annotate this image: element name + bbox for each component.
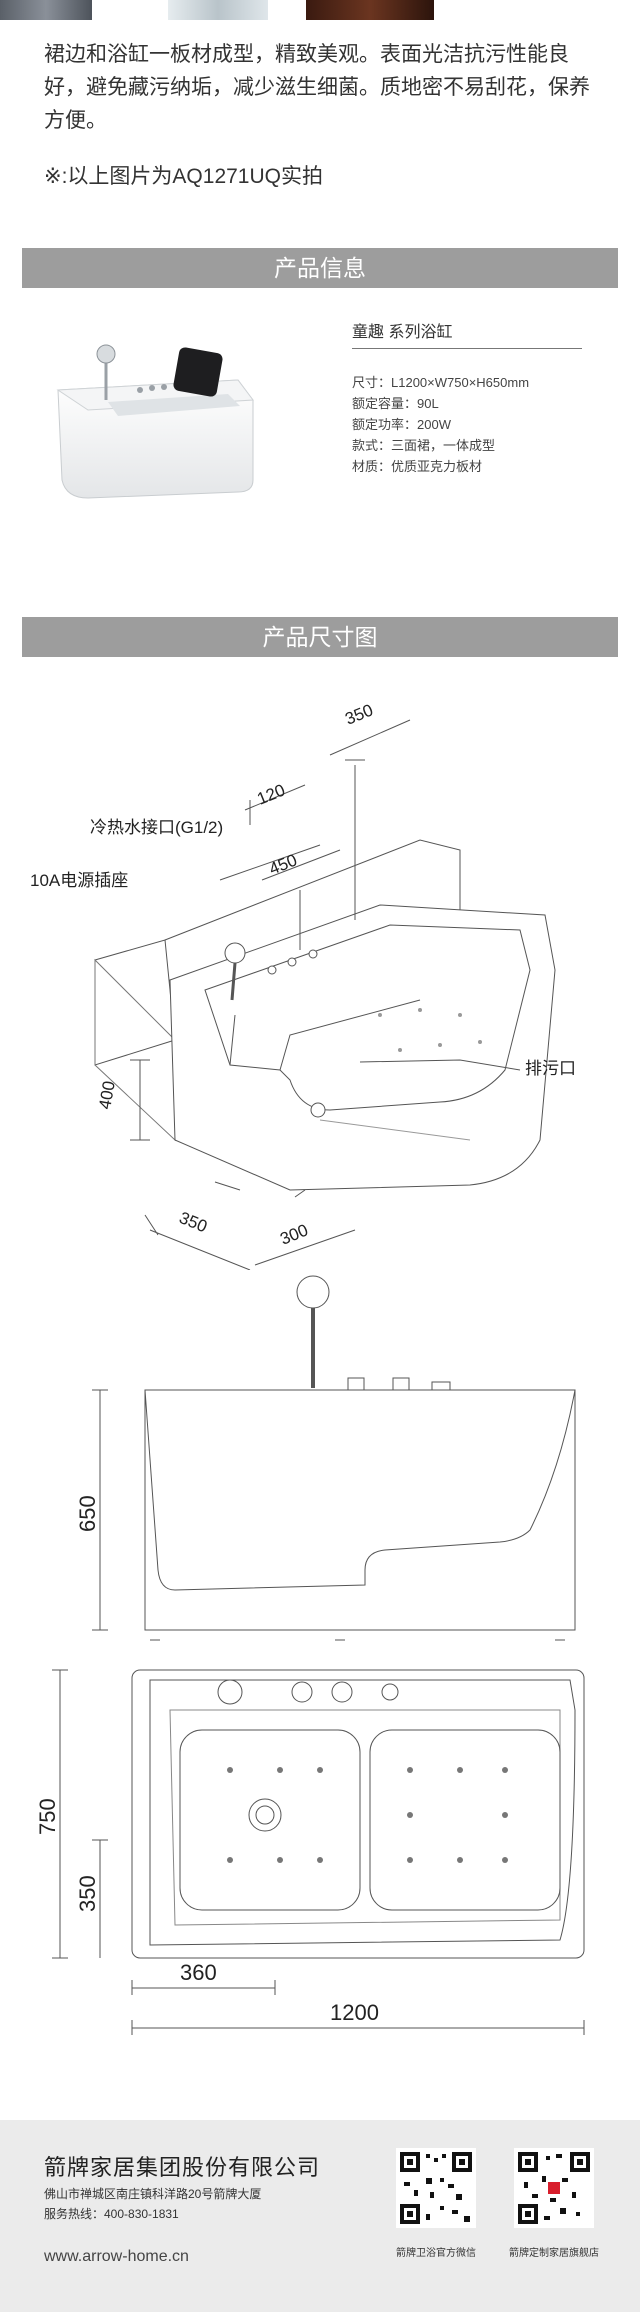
spec-power: 额定功率：200W xyxy=(352,417,451,432)
website-link[interactable]: www.arrow-home.cn xyxy=(44,2248,189,2265)
dim-height-650: 650 xyxy=(75,1495,100,1532)
company-name: 箭牌家居集团股份有限公司 xyxy=(44,2155,321,2180)
service-hotline: 服务热线：400-830-1831 xyxy=(44,2207,179,2221)
dim-400: 400 xyxy=(95,1079,119,1110)
drain-label: 排污口 xyxy=(525,1059,576,1078)
divider xyxy=(352,348,582,349)
qr-caption-store: 箭牌定制家居旗舰店 xyxy=(509,2248,599,2259)
dim-350-inner: 350 xyxy=(75,1875,100,1912)
company-address: 佛山市禅城区南庄镇科洋路20号箭牌大厦 xyxy=(44,2187,262,2201)
thumbnail-image xyxy=(0,0,92,20)
qr-caption-wechat: 箭牌卫浴官方微信 xyxy=(396,2248,476,2259)
top-view-drawing: 750 350 360 1200 xyxy=(35,1669,585,2035)
water-inlet-label: 冷热水接口(G1/2) xyxy=(90,818,223,837)
thumbnail-image xyxy=(168,0,268,20)
section-header-product-info: 产品信息 xyxy=(22,248,618,288)
qr-code-store xyxy=(514,2148,594,2228)
front-view-drawing: 650 xyxy=(75,1275,576,1641)
dim-width-750: 750 xyxy=(35,1798,60,1835)
dim-300: 300 xyxy=(277,1220,310,1248)
dim-120: 120 xyxy=(254,780,287,808)
spec-capacity: 额定容量：90L xyxy=(352,396,439,411)
photo-note: ※:以上图片为AQ1271UQ实拍 xyxy=(44,165,323,188)
qr-code-wechat xyxy=(396,2148,476,2228)
product-name: 童趣 系列浴缸 xyxy=(352,324,453,341)
section-header-dimensions: 产品尺寸图 xyxy=(22,617,618,657)
product-description: 裙边和浴缸一板材成型，精致美观。表面光洁抗污性能良好，避免藏污纳垢，减少滋生细菌… xyxy=(44,43,590,132)
dim-450: 450 xyxy=(266,850,299,878)
isometric-dimension-drawing: 冷热水接口(G1/2) 10A电源插座 排污口 350 120 450 400 … xyxy=(30,700,576,1270)
socket-label: 10A电源插座 xyxy=(30,871,128,890)
spec-material: 材质：优质亚克力板材 xyxy=(352,459,483,474)
dim-350-top: 350 xyxy=(342,700,375,728)
thumbnail-strip xyxy=(0,0,640,20)
bathtub-photo xyxy=(56,344,254,499)
spec-size: 尺寸：L1200×W750×H650mm xyxy=(352,375,530,390)
spec-style: 款式：三面裙，一体成型 xyxy=(352,438,496,453)
dim-length-1200: 1200 xyxy=(330,2000,379,2025)
dim-350-bottom: 350 xyxy=(177,1208,210,1236)
dim-offset-360: 360 xyxy=(180,1960,217,1985)
thumbnail-image xyxy=(306,0,434,20)
footer: 箭牌家居集团股份有限公司 佛山市禅城区南庄镇科洋路20号箭牌大厦 服务热线：40… xyxy=(0,2120,640,2312)
